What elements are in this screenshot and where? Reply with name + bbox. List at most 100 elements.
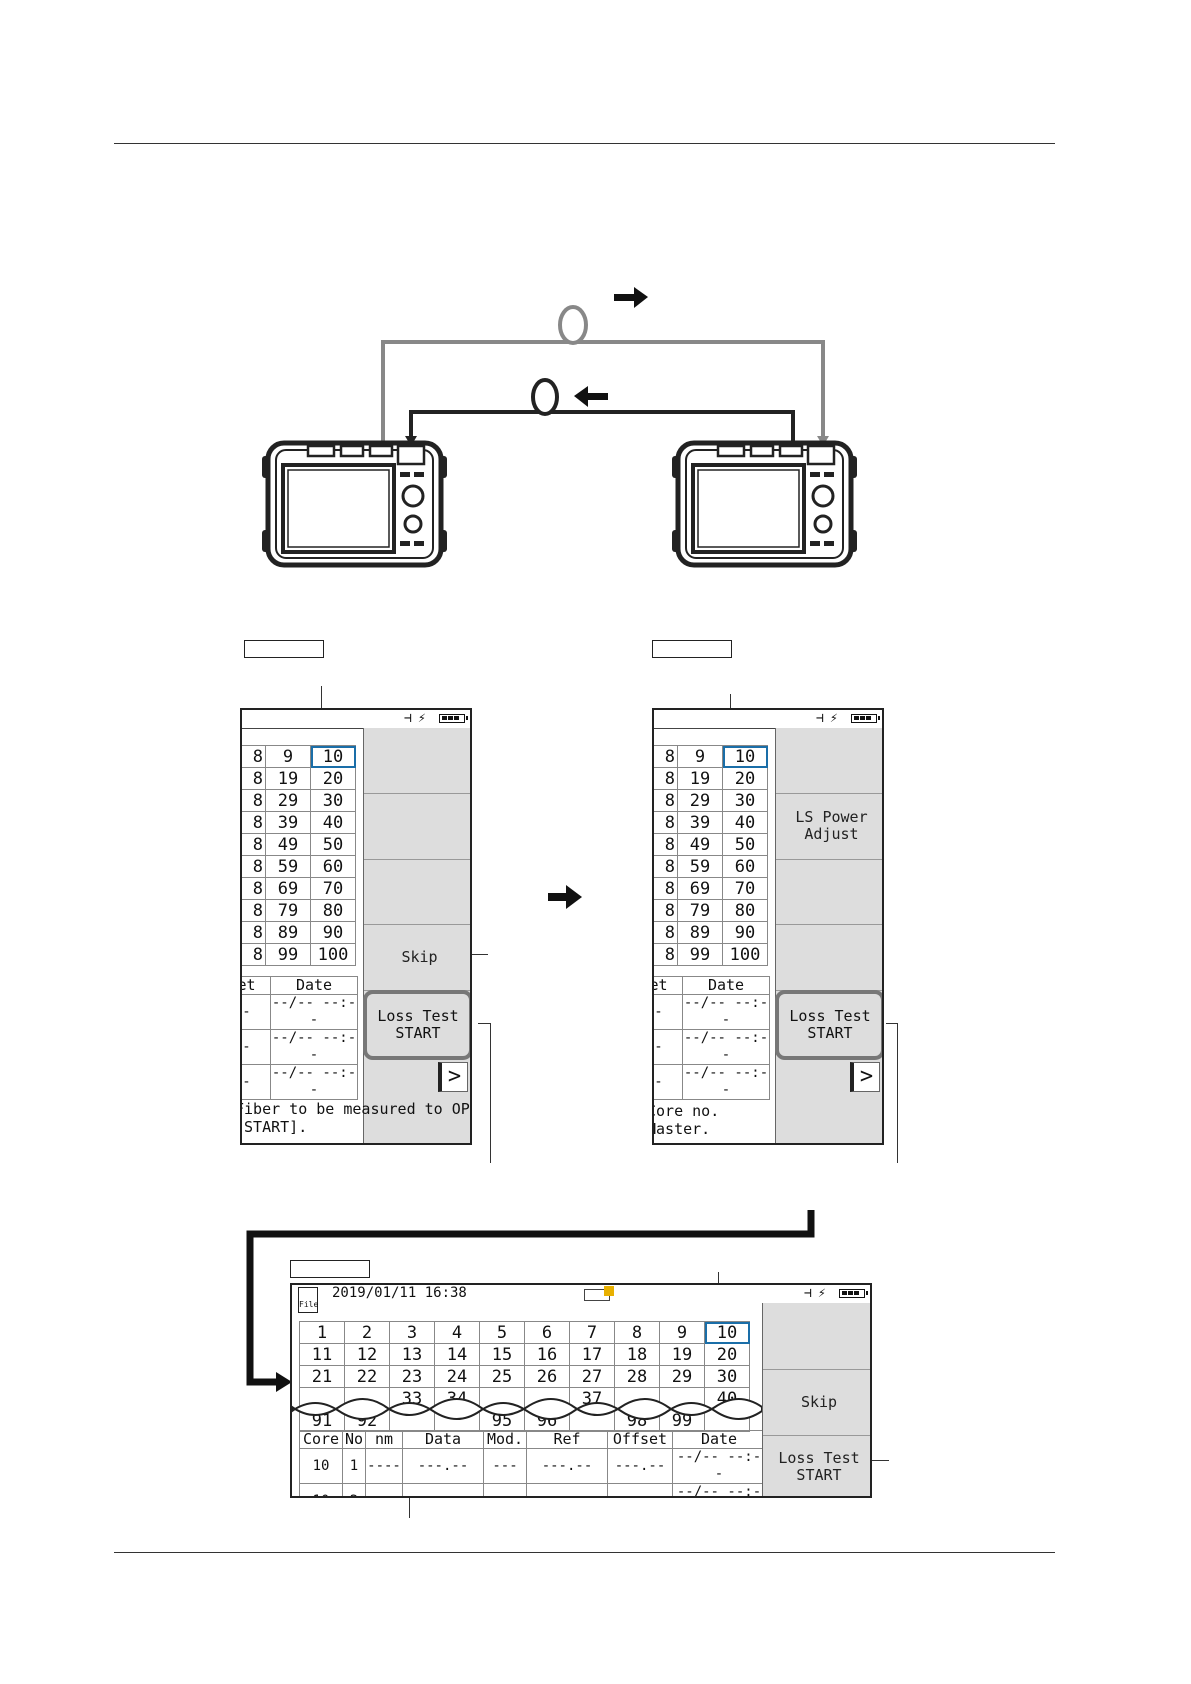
grid-cell[interactable]: 21 [299,1365,345,1388]
grid-cell[interactable]: 8 [654,767,678,790]
grid-cell[interactable]: 60 [722,855,768,878]
grid-cell[interactable]: 60 [310,855,356,878]
grid-cell[interactable]: 8 [242,789,266,812]
softkey-3[interactable] [776,859,882,925]
grid-cell[interactable]: 8 [654,789,678,812]
loss-test-start-button[interactable]: Loss Test START [363,990,470,1060]
grid-cell[interactable]: 49 [677,833,723,856]
grid-cell[interactable]: 16 [524,1343,570,1366]
grid-cell[interactable]: 8 [654,745,678,768]
grid-cell[interactable]: 1 [299,1321,345,1344]
grid-cell[interactable]: 89 [265,921,311,944]
grid-cell[interactable]: 70 [310,877,356,900]
grid-cell[interactable]: 49 [265,833,311,856]
grid-cell[interactable]: 10 [704,1321,750,1344]
grid-cell[interactable]: 40 [310,811,356,834]
table-row[interactable]: ---/-- --:-- [654,1029,770,1065]
grid-cell[interactable]: 69 [265,877,311,900]
grid-cell[interactable]: 29 [659,1365,705,1388]
grid-cell[interactable]: 8 [614,1321,660,1344]
file-icon[interactable]: File [298,1287,318,1313]
grid-cell[interactable]: 25 [479,1365,525,1388]
ls-power-adjust-button[interactable]: LS Power Adjust [776,793,882,860]
grid-cell[interactable]: 7 [569,1321,615,1344]
grid-cell[interactable]: 30 [310,789,356,812]
grid-cell[interactable]: 15 [479,1343,525,1366]
grid-cell[interactable]: 17 [569,1343,615,1366]
grid-cell[interactable]: 8 [242,943,266,966]
grid-cell[interactable]: 8 [242,811,266,834]
grid-cell[interactable]: 99 [677,943,723,966]
softkey-1[interactable] [763,1303,870,1370]
table-row[interactable]: 102-------.--------.-----.----/-- --:-- [299,1483,766,1496]
grid-cell[interactable]: 8 [654,921,678,944]
grid-cell[interactable]: 50 [722,833,768,856]
grid-cell[interactable]: 5 [479,1321,525,1344]
grid-cell[interactable]: 30 [722,789,768,812]
grid-cell[interactable]: 24 [434,1365,480,1388]
grid-cell[interactable]: 2 [344,1321,390,1344]
grid-cell[interactable]: 89 [677,921,723,944]
grid-cell[interactable]: 59 [265,855,311,878]
grid-cell[interactable]: 80 [722,899,768,922]
grid-cell[interactable]: 10 [722,745,768,768]
grid-cell[interactable]: 10 [310,745,356,768]
softkey-3[interactable] [364,859,470,925]
grid-cell[interactable]: 6 [524,1321,570,1344]
grid-cell[interactable]: 8 [654,855,678,878]
grid-cell[interactable]: 11 [299,1343,345,1366]
grid-cell[interactable]: 19 [659,1343,705,1366]
skip-button[interactable]: Skip [763,1369,870,1436]
grid-cell[interactable]: 8 [654,811,678,834]
grid-cell[interactable]: 8 [654,943,678,966]
grid-cell[interactable]: 8 [242,921,266,944]
grid-cell[interactable]: 79 [265,899,311,922]
grid-cell[interactable]: 70 [722,877,768,900]
softkey-1[interactable] [364,728,470,794]
grid-cell[interactable]: 59 [677,855,723,878]
loss-test-start-button[interactable]: Loss Test START [775,990,882,1060]
softkey-4[interactable] [776,924,882,991]
grid-cell[interactable]: 8 [242,877,266,900]
table-row[interactable]: ---/-- --:-- [242,1029,358,1065]
skip-button[interactable]: Skip [364,924,470,991]
grid-cell[interactable]: 79 [677,899,723,922]
grid-cell[interactable]: 27 [569,1365,615,1388]
softkey-1[interactable] [776,728,882,794]
table-row[interactable]: ---/-- --:-- [242,994,358,1030]
grid-cell[interactable]: 50 [310,833,356,856]
grid-cell[interactable]: 12 [344,1343,390,1366]
grid-cell[interactable]: 100 [722,943,768,966]
next-page-button[interactable]: > [438,1062,468,1092]
grid-cell[interactable]: 8 [654,877,678,900]
grid-cell[interactable]: 100 [310,943,356,966]
grid-cell[interactable]: 13 [389,1343,435,1366]
grid-cell[interactable]: 8 [242,745,266,768]
grid-cell[interactable]: 8 [242,833,266,856]
grid-cell[interactable]: 14 [434,1343,480,1366]
grid-cell[interactable]: 99 [265,943,311,966]
grid-cell[interactable]: 39 [265,811,311,834]
grid-cell[interactable]: 29 [265,789,311,812]
grid-cell[interactable]: 69 [677,877,723,900]
grid-cell[interactable]: 8 [242,767,266,790]
grid-cell[interactable]: 9 [659,1321,705,1344]
table-row[interactable]: ---/-- --:-- [654,1064,770,1100]
grid-cell[interactable]: 30 [704,1365,750,1388]
grid-cell[interactable]: 90 [722,921,768,944]
grid-cell[interactable]: 9 [677,745,723,768]
grid-cell[interactable]: 40 [722,811,768,834]
table-row[interactable]: ---/-- --:-- [654,994,770,1030]
grid-cell[interactable]: 8 [242,855,266,878]
next-page-button[interactable]: > [850,1062,880,1092]
grid-cell[interactable]: 26 [524,1365,570,1388]
grid-cell[interactable]: 80 [310,899,356,922]
grid-cell[interactable]: 18 [614,1343,660,1366]
grid-cell[interactable]: 8 [654,833,678,856]
softkey-2[interactable] [364,793,470,860]
grid-cell[interactable]: 4 [434,1321,480,1344]
grid-cell[interactable]: 90 [310,921,356,944]
grid-cell[interactable]: 9 [265,745,311,768]
grid-cell[interactable]: 19 [265,767,311,790]
